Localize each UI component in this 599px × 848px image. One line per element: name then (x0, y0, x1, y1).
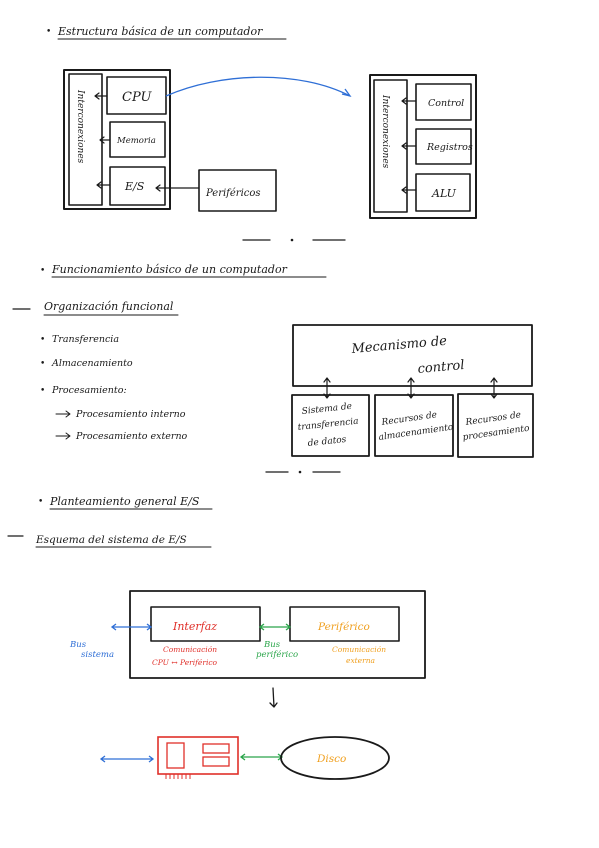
subitem-interno: Procesamiento interno (75, 409, 186, 420)
comm-ext-line1: Comunicación (332, 645, 386, 654)
alu-label: ALU (431, 187, 457, 200)
subitem-externo: Procesamiento externo (75, 431, 188, 442)
bus-system-line2: sistema (81, 650, 114, 660)
io-bus-arrow (96, 181, 111, 189)
peripheral-bus-line2: periférico (256, 649, 298, 660)
down-arrow (269, 687, 278, 708)
bullet: • (38, 497, 43, 507)
io-system-diagram: Interfaz Periférico Bus sistema Bus peri… (69, 590, 426, 679)
io-box (109, 166, 166, 206)
memory-bus-arrow (99, 136, 111, 144)
section3-heading: Planteamiento general E/S (49, 495, 200, 508)
section1-heading: Estructura básica de un computador (57, 25, 263, 38)
left-bus-label: Interconexiones (75, 89, 85, 164)
item-procesamiento: Procesamiento: (51, 385, 127, 396)
card-bus-arrow (99, 755, 155, 763)
separator-dot (298, 470, 302, 474)
cpu-label: CPU (122, 90, 152, 105)
item-almacenamiento: Almacenamiento (51, 358, 133, 369)
peripherals-box (198, 169, 277, 212)
peripherals-label: Periféricos (205, 188, 261, 199)
transfer-system-box (291, 394, 370, 457)
peripheral-bus-line1: Bus (263, 640, 281, 650)
basic-computer-diagram: Interconexiones CPU Memoria E/S Periféri… (63, 69, 277, 212)
peripheral-bus-arrow (258, 623, 292, 631)
interface-box (150, 606, 261, 642)
computer-outer-box (63, 69, 171, 210)
cpu-outer-box (369, 74, 477, 219)
transfer-line1: Sistema de (301, 402, 352, 417)
functional-organization-diagram: Mecanismo de control Sistema de transfer… (291, 324, 534, 458)
zoom-arrow (165, 76, 351, 97)
peripheral-box (289, 606, 400, 642)
memory-label: Memoria (116, 136, 156, 146)
interface-label: Interfaz (172, 620, 217, 633)
control-label: Control (428, 98, 464, 109)
transfer-line2: transferencia (297, 417, 359, 433)
card-pins (165, 774, 191, 779)
peripheral-label: Periférico (317, 621, 370, 633)
sub-arrow-icon (55, 432, 71, 440)
registers-bus-arrow (401, 142, 417, 150)
control-link-arrow (490, 377, 498, 399)
control-mechanism-line1: Mecanismo de (350, 334, 448, 357)
control-bus-arrow (401, 97, 417, 105)
item-transferencia: Transferencia (52, 334, 119, 345)
io-system-box (129, 590, 426, 679)
io-peripherals-arrow (155, 184, 200, 192)
comm-cpu-line1: Comunicación (163, 645, 217, 654)
comm-cpu-line2: CPU ↔ Periférico (152, 658, 218, 667)
bullet: • (40, 335, 45, 345)
io-card-disk-diagram: Disco (99, 736, 390, 780)
bullet: • (40, 386, 45, 396)
bullet: • (46, 27, 51, 37)
alu-bus-arrow (401, 186, 417, 194)
card-slot-bottom (202, 756, 230, 767)
control-mechanism-line2: control (417, 358, 465, 377)
comm-ext-line2: externa (346, 656, 375, 665)
processing-resources-box (457, 393, 534, 458)
storage-resources-box (374, 394, 454, 457)
control-mechanism-box (292, 324, 533, 387)
io-card (157, 736, 239, 775)
card-slot-top (202, 743, 230, 754)
card-disk-arrow (239, 753, 284, 761)
section3-subheading: Esquema del sistema de E/S (35, 534, 187, 546)
cpu-internal-diagram: Interconexiones Control Registros ALU (369, 74, 477, 219)
alu-box (415, 173, 471, 212)
cpu-bus-arrow (94, 92, 108, 100)
disk-label: Disco (316, 753, 346, 765)
bus-system-line1: Bus (69, 640, 87, 650)
sub-arrow-icon (55, 410, 71, 418)
right-bus-label: Interconexiones (380, 94, 390, 169)
bus-system-arrow (110, 623, 153, 631)
disk-ellipse (280, 736, 390, 780)
bullet: • (40, 359, 45, 369)
registers-label: Registros (426, 142, 473, 153)
separator-dot (290, 238, 294, 242)
io-label: E/S (124, 180, 145, 193)
card-chip (166, 742, 185, 769)
transfer-line3: de datos (307, 435, 347, 449)
control-box (415, 83, 472, 121)
zoom-arrowhead (341, 88, 352, 98)
section2-heading: Funcionamiento básico de un computador (51, 263, 288, 276)
bullet: • (40, 266, 45, 276)
section2-subheading: Organización funcional (44, 300, 174, 313)
